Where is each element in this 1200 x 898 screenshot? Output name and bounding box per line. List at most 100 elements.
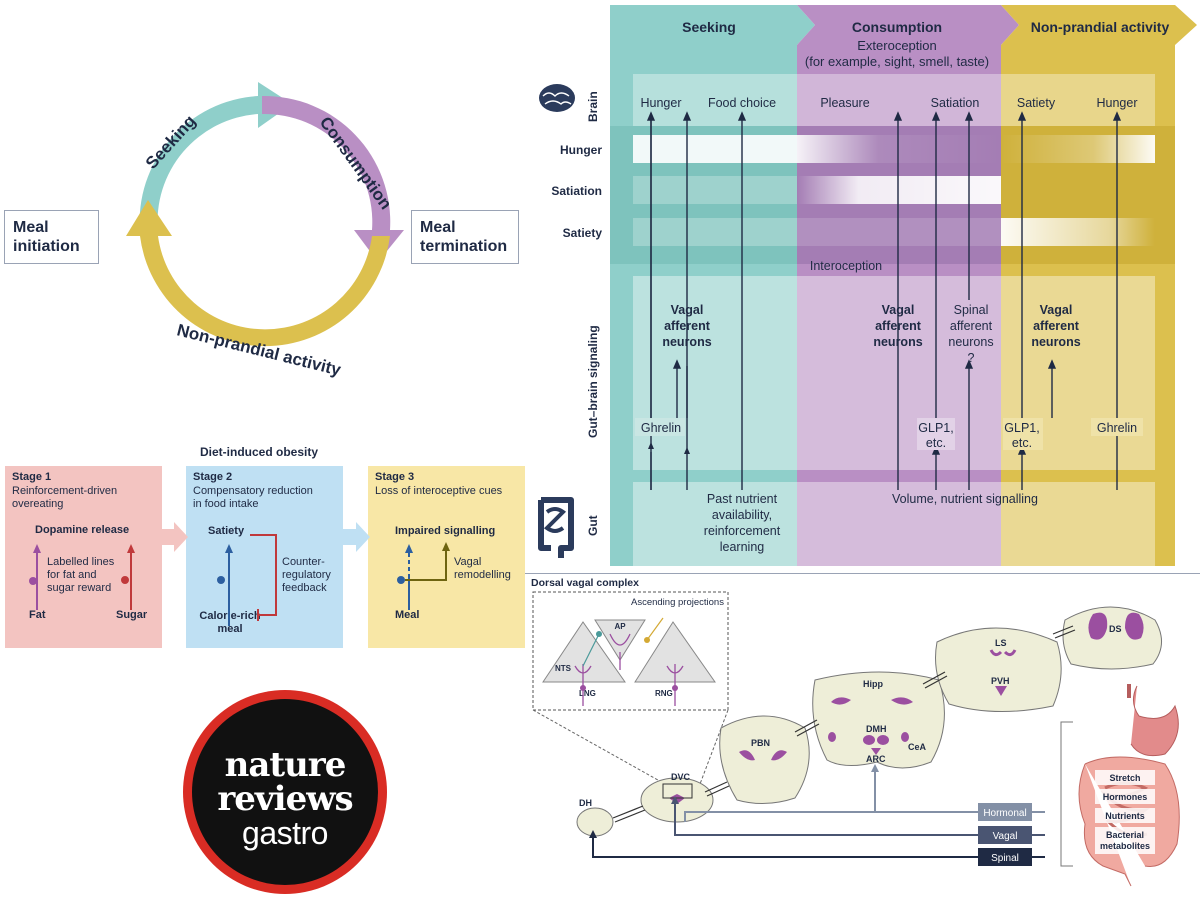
stage2-box: Stage 2 Compensatory reduction in food i… — [186, 466, 343, 648]
labelled-lines-l3: sugar reward — [47, 582, 112, 594]
brain-nuclei — [669, 612, 1144, 804]
ds-section — [1062, 606, 1162, 670]
vagal-consumption-l2: afferent — [875, 319, 922, 333]
brain-food-choice: Food choice — [708, 96, 776, 110]
sugar-label: Sugar — [116, 609, 148, 621]
sugar-arrowhead — [127, 544, 135, 553]
region-ds: DS — [1109, 624, 1122, 634]
satiety-bar-seeking — [633, 218, 797, 246]
ascending-projections-label: Ascending projections — [631, 597, 724, 608]
stage1-box: Stage 1 Reinforcement-driven overeating … — [5, 466, 162, 648]
vagal-pathway — [674, 802, 1045, 836]
vagal-remodelling-text: Vagal remodelling — [454, 556, 511, 582]
meal-termination-label: Meal termination — [411, 210, 519, 264]
vagal-remodelling-path — [405, 550, 447, 581]
glp1-nonprandial-l1: GLP1, — [1004, 421, 1039, 435]
nutrients-tag — [1095, 808, 1155, 823]
impaired-arrowhead — [405, 544, 413, 553]
vagal-seeking-l2: afferent — [664, 319, 711, 333]
brain-satiation: Satiation — [931, 96, 980, 110]
vagal-tag — [978, 826, 1032, 844]
past-nutrient-l3: reinforcement — [704, 524, 781, 538]
brain-hunger-seeking: Hunger — [641, 96, 682, 110]
dvc-highlight-box — [662, 783, 693, 799]
consumption-arc — [262, 95, 404, 263]
vagal-nonprandial-l2: afferent — [1033, 319, 1080, 333]
stage3-meal-label: Meal — [395, 609, 420, 621]
ap-triangle — [594, 619, 646, 661]
hunger-bar-nonprandial — [1001, 135, 1155, 163]
row-hunger-label: Hunger — [560, 143, 602, 157]
counter-reg-l3: feedback — [282, 582, 327, 594]
gut-hormones: Hormones — [1103, 792, 1148, 802]
gut-stretch: Stretch — [1109, 773, 1140, 783]
brain-circuit-diagram: Dorsal vagal complex Ascending projectio… — [531, 577, 1180, 887]
bacterial-tag — [1095, 827, 1155, 854]
gut-bracket — [1060, 721, 1073, 867]
hypothalamus-section — [812, 671, 945, 769]
vagal-nonprandial-l1: Vagal — [1040, 303, 1073, 317]
zoom-line-left — [532, 709, 666, 785]
exteroception-label: Exteroception — [857, 38, 937, 53]
hormonal-tag — [978, 803, 1032, 821]
meal-initiation-label: Meal initiation — [4, 210, 99, 264]
dh-section — [576, 807, 614, 837]
spinal-l4: ? — [968, 351, 975, 365]
brain-hunger-nonprandial: Hunger — [1097, 96, 1138, 110]
region-dmh: DMH — [866, 724, 887, 734]
counter-regulatory-text: Counter- regulatory feedback — [282, 556, 331, 595]
nature-reviews-gastro-logo: nature reviews gastro — [183, 690, 387, 894]
logo-line3: gastro — [242, 815, 328, 851]
brain-axis-label: Brain — [586, 91, 600, 122]
rng-cell — [672, 685, 678, 691]
stage3-title: Stage 3 — [375, 471, 415, 483]
vagal-remodelling-l2: remodelling — [454, 569, 511, 581]
stage1-subtitle: Reinforcement-driven overeating — [12, 485, 117, 511]
spinal-label: Spinal — [991, 853, 1019, 864]
satiety-arrowhead — [225, 544, 233, 553]
region-dvc: DVC — [671, 772, 691, 782]
fat-label: Fat — [29, 609, 46, 621]
dvc-neurons — [574, 633, 684, 706]
glp1-nonprandial-l2: etc. — [1012, 436, 1032, 450]
logo-inner: nature reviews gastro — [192, 699, 378, 885]
gut-bacterial-l2: metabolites — [1100, 841, 1150, 851]
gut-band-nonprandial — [1001, 482, 1155, 566]
stretch-tag — [1095, 770, 1155, 785]
satiation-bar-seeking — [633, 176, 797, 204]
meal-initiation-line2: initiation — [13, 238, 80, 255]
yellow-axon — [646, 617, 664, 641]
gut-axis-label: Gut — [586, 515, 600, 536]
phase-panel: Seeking Consumption Non-prandial activit… — [538, 5, 1197, 566]
region-pbn: PBN — [751, 738, 770, 748]
vagal-arrowhead — [684, 447, 690, 454]
glp1-consumption-bg — [917, 418, 955, 450]
ap-label: AP — [614, 622, 626, 631]
ghrelin-seeking: Ghrelin — [641, 421, 681, 435]
region-hipp: Hipp — [863, 679, 883, 689]
spinal-l2: afferent — [950, 319, 993, 333]
region-arc: ARC — [866, 754, 886, 764]
hunger-bar-seeking — [633, 135, 797, 163]
stage2-to-stage3-arrow — [343, 522, 370, 552]
brain-sections — [576, 606, 1162, 837]
nts-label: NTS — [555, 664, 572, 673]
vagal-seeking-l1: Vagal — [671, 303, 704, 317]
brain-icon — [539, 84, 575, 112]
hormonal-label: Hormonal — [983, 808, 1026, 819]
stage1-sub-line2: overeating — [12, 498, 64, 510]
past-nutrient-l2: availability, — [712, 508, 772, 522]
glp1-consumption-l1: GLP1, — [918, 421, 953, 435]
phase-seeking-header: Seeking — [682, 19, 736, 35]
dvc-nucleus — [669, 794, 685, 804]
feeding-cycle-diagram: Seeking Consumption Non-prandial activit… — [126, 82, 404, 380]
stage1-sub-line1: Reinforcement-driven — [12, 485, 118, 497]
lng-label: LNG — [579, 689, 596, 698]
ghrelin-nonprandial-bg — [1091, 418, 1143, 436]
row-satiation-label: Satiation — [551, 184, 602, 198]
meal-termination-line1: Meal — [420, 219, 456, 236]
phase-consumption-header: Consumption — [852, 19, 942, 35]
ghrelin-arrowhead — [648, 442, 654, 449]
past-nutrient-l1: Past nutrient — [707, 492, 778, 506]
